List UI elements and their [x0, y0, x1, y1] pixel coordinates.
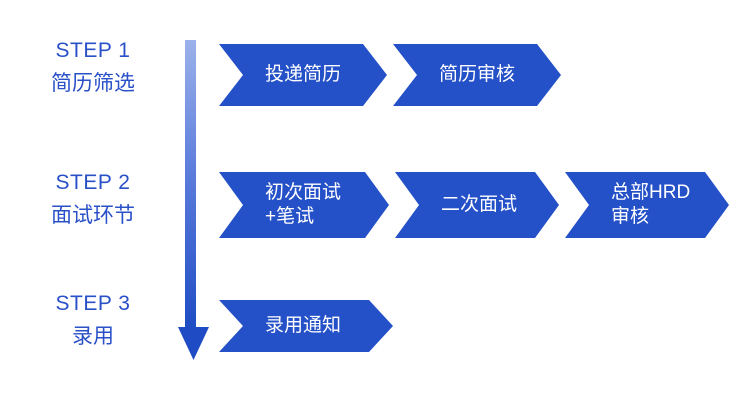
step-2-title: STEP 2 [55, 171, 131, 194]
chevron-label: 二次面试 [441, 194, 518, 216]
process-step-chevron[interactable]: 简历审核 [393, 44, 561, 106]
step-1-title: STEP 1 [55, 39, 131, 62]
step-label-2: STEP 2 面试环节 [18, 172, 168, 226]
process-row-3: 录用通知 [219, 300, 393, 352]
step-label-3: STEP 3 录用 [18, 293, 168, 347]
process-step-chevron[interactable]: 二次面试 [395, 172, 559, 238]
step-label-1: STEP 1 简历筛选 [18, 40, 168, 94]
chevron-label: 初次面试 +笔试 [265, 182, 342, 227]
process-step-chevron[interactable]: 投递简历 [219, 44, 387, 106]
step-3-subtitle: 录用 [72, 325, 114, 348]
downward-flow-arrow-icon [176, 40, 212, 362]
chevron-label: 录用通知 [265, 315, 342, 337]
process-row-1: 投递简历 简历审核 [219, 44, 561, 106]
process-step-chevron[interactable]: 录用通知 [219, 300, 393, 352]
chevron-label: 总部HRD 审核 [611, 182, 691, 227]
process-step-chevron[interactable]: 初次面试 +笔试 [219, 172, 389, 238]
step-2-subtitle: 面试环节 [51, 204, 135, 227]
chevron-label: 投递简历 [265, 64, 342, 86]
step-1-subtitle: 简历筛选 [51, 72, 135, 95]
process-row-2: 初次面试 +笔试 二次面试 总部HRD 审核 [219, 172, 729, 238]
chevron-label: 简历审核 [439, 64, 516, 86]
step-3-title: STEP 3 [55, 292, 131, 315]
process-step-chevron[interactable]: 总部HRD 审核 [565, 172, 729, 238]
